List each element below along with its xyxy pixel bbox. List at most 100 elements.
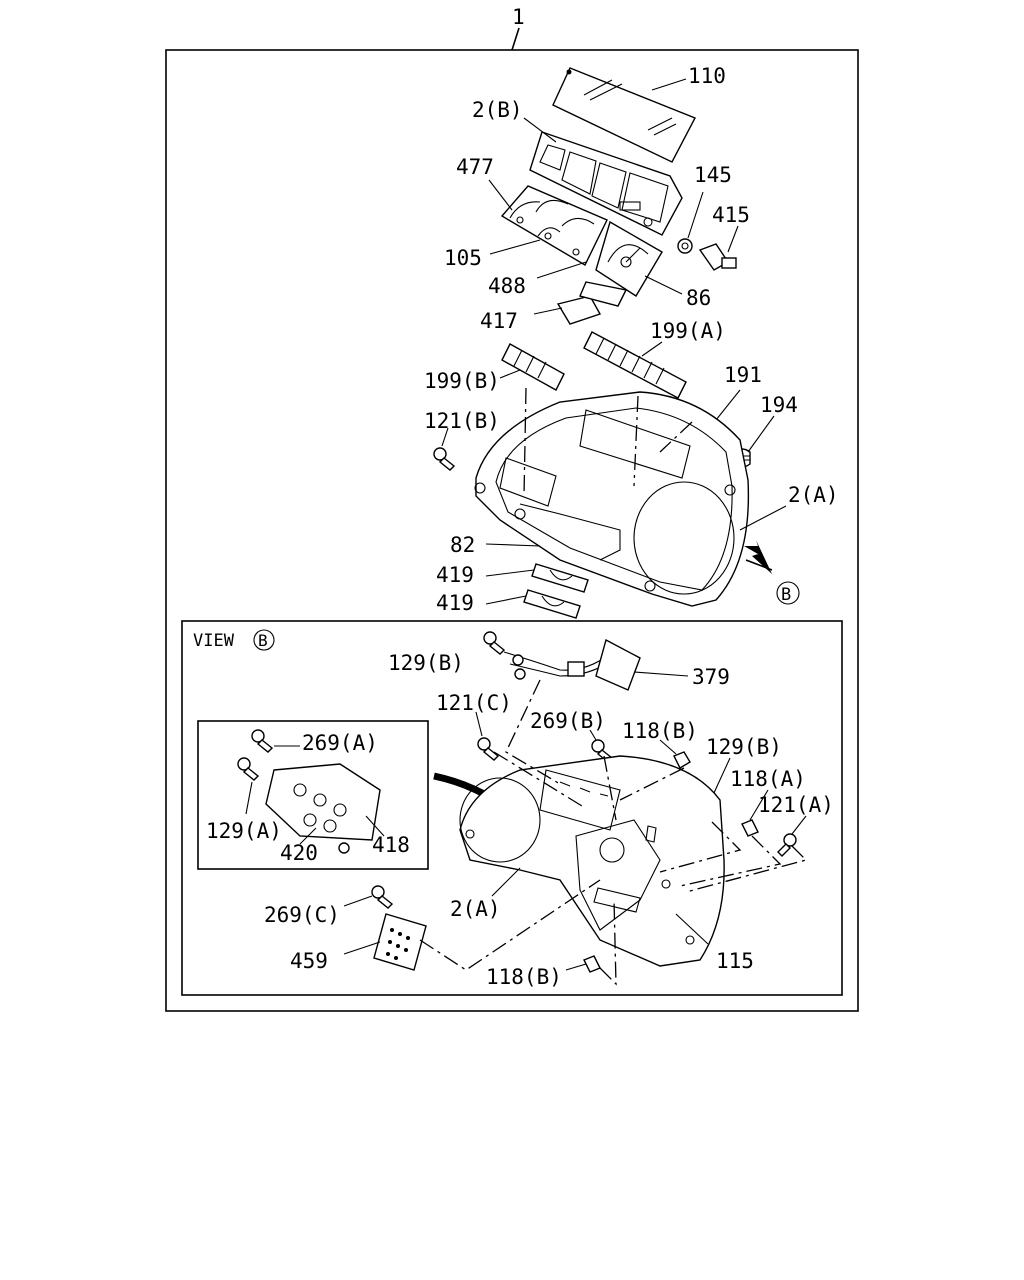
leader-199b xyxy=(499,369,521,379)
view-centerline-5 xyxy=(659,821,742,873)
view-centerline-7 xyxy=(685,845,808,893)
view-marker-b: B xyxy=(776,581,800,605)
label-2b: 2(B) xyxy=(472,98,523,122)
leader-269b xyxy=(589,729,597,741)
leader-118b-top xyxy=(659,739,677,755)
part-269c-screw xyxy=(371,885,394,909)
part-86-speedometer xyxy=(595,220,663,297)
leader-418 xyxy=(365,815,385,837)
leader-2a-view xyxy=(491,867,521,897)
view-direction-arrow xyxy=(744,540,772,574)
leader-assembly xyxy=(511,27,520,51)
label-129b-right: 129(B) xyxy=(706,735,782,759)
label-118a: 118(A) xyxy=(730,767,806,791)
leader-2b xyxy=(523,117,557,143)
leader-419-lower xyxy=(485,595,527,605)
part-199b-indicator-strip xyxy=(501,343,565,391)
label-115: 115 xyxy=(716,949,754,973)
part-417-connector xyxy=(556,281,628,325)
label-269b: 269(B) xyxy=(530,709,606,733)
label-assembly: 1 xyxy=(512,5,525,29)
part-121a-screw xyxy=(777,833,797,857)
label-269a: 269(A) xyxy=(302,731,378,755)
label-417: 417 xyxy=(480,309,518,333)
part-269a-screw xyxy=(251,729,274,753)
leader-488 xyxy=(536,261,587,279)
part-419-clip-upper xyxy=(531,563,589,593)
leader-2a xyxy=(739,505,787,531)
label-194: 194 xyxy=(760,393,798,417)
label-86: 86 xyxy=(686,286,711,310)
label-459: 459 xyxy=(290,949,328,973)
part-2a-case-rear xyxy=(459,755,725,967)
leader-105 xyxy=(489,239,541,255)
label-121a: 121(A) xyxy=(758,793,834,817)
label-477: 477 xyxy=(456,155,494,179)
label-419-upper: 419 xyxy=(436,563,474,587)
leader-110 xyxy=(651,78,687,91)
label-488: 488 xyxy=(488,274,526,298)
centerline-199a xyxy=(633,395,639,487)
label-105: 105 xyxy=(444,246,482,270)
view-centerline-1 xyxy=(505,679,561,785)
svg-text:B: B xyxy=(258,631,268,650)
leader-269c xyxy=(343,895,373,907)
part-419-clip-lower xyxy=(523,589,581,619)
leader-121c xyxy=(475,711,483,737)
part-129b-screw-top xyxy=(483,631,506,655)
part-420-bracket xyxy=(265,763,381,854)
label-269c: 269(C) xyxy=(264,903,340,927)
part-129a-screw xyxy=(237,757,260,781)
label-82: 82 xyxy=(450,533,475,557)
leader-191 xyxy=(715,389,741,421)
label-199a: 199(A) xyxy=(650,319,726,343)
label-2a: 2(A) xyxy=(788,483,839,507)
label-420: 420 xyxy=(280,841,318,865)
leader-415 xyxy=(727,225,739,253)
label-121b: 121(B) xyxy=(424,409,500,433)
view-centerline-3 xyxy=(603,755,617,821)
label-199b: 199(B) xyxy=(424,369,500,393)
leader-417 xyxy=(533,307,563,315)
leader-420 xyxy=(299,827,317,845)
label-121c: 121(C) xyxy=(436,691,512,715)
part-121c-screw xyxy=(477,737,500,761)
part-145-grommet xyxy=(677,238,693,254)
label-418: 418 xyxy=(372,833,410,857)
leader-115 xyxy=(675,913,709,945)
label-2a-view: 2(A) xyxy=(450,897,501,921)
view-b-title: VIEW xyxy=(193,631,235,651)
view-centerline-2 xyxy=(493,751,583,807)
part-459-connector xyxy=(373,913,427,971)
label-419-lower: 419 xyxy=(436,591,474,615)
part-379-harness xyxy=(503,638,641,691)
view-b-frame xyxy=(181,620,843,996)
label-415: 415 xyxy=(712,203,750,227)
part-2b-bezel xyxy=(529,131,683,236)
leader-121b xyxy=(441,427,449,447)
label-110: 110 xyxy=(688,64,726,88)
leader-82 xyxy=(485,543,541,547)
centerline-191 xyxy=(659,421,693,453)
part-118a-nut xyxy=(741,819,759,837)
leader-379 xyxy=(633,671,689,677)
leader-118a xyxy=(749,789,769,821)
outer-frame xyxy=(165,49,859,1012)
leader-118b-bottom xyxy=(565,963,587,971)
detail-subframe xyxy=(197,720,429,870)
label-379: 379 xyxy=(692,665,730,689)
label-118b-top: 118(B) xyxy=(622,719,698,743)
view-centerline-6 xyxy=(679,835,782,887)
leader-194 xyxy=(747,415,775,453)
leader-419-upper xyxy=(485,569,535,577)
leader-459 xyxy=(343,941,381,955)
label-191: 191 xyxy=(724,363,762,387)
part-199a-indicator-strip xyxy=(583,331,687,399)
label-129b-top: 129(B) xyxy=(388,651,464,675)
leader-86 xyxy=(644,275,683,295)
leader-477 xyxy=(488,179,513,211)
centerline-199b xyxy=(523,387,527,497)
leader-199a xyxy=(641,341,663,357)
view-centerline-9 xyxy=(599,899,617,986)
